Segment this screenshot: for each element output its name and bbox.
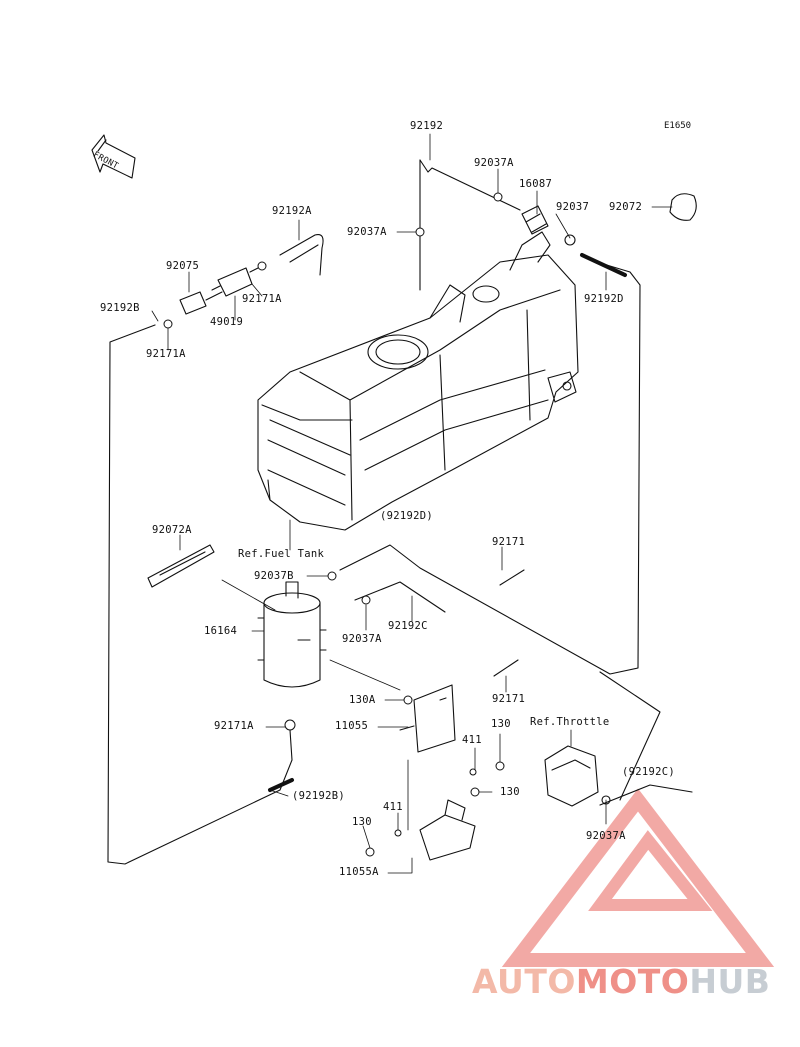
clip-92037a-mid — [415, 227, 425, 237]
label-92192: 92192 — [410, 120, 444, 132]
label-92037b: 92037B — [254, 570, 294, 582]
watermark-logo-text: AUTOMOTOHUB — [472, 962, 770, 1001]
label-ref-throttle: Ref.Throttle — [530, 716, 610, 728]
washer-411-b — [394, 829, 402, 837]
watermark-part-3: HUB — [689, 962, 771, 1001]
label-16164: 16164 — [204, 625, 238, 637]
label-130-c: 130 — [352, 816, 372, 828]
grommet-92171-b — [493, 659, 519, 677]
label-ref-fuel-tank: Ref.Fuel Tank — [238, 548, 325, 560]
clip-92171a-top — [163, 319, 173, 329]
label-16087: 16087 — [519, 178, 553, 190]
label-92192d-paren: (92192D) — [380, 510, 433, 522]
fuel-pump — [521, 205, 576, 246]
label-92171-b: 92171 — [492, 693, 526, 705]
label-92192c-paren: (92192C) — [622, 766, 675, 778]
label-92072a: 92072A — [152, 524, 192, 536]
label-92192c: 92192C — [388, 620, 428, 632]
label-49019: 49019 — [210, 316, 244, 328]
label-92171a-hose: 92171A — [146, 348, 186, 360]
label-92192d: 92192D — [584, 293, 624, 305]
fuel-filter — [179, 233, 324, 315]
throttle-body — [544, 745, 611, 807]
bracket-92072a — [147, 544, 215, 588]
label-130a: 130A — [349, 694, 376, 706]
label-92171-a: 92171 — [492, 536, 526, 548]
label-130-a: 130 — [491, 718, 511, 730]
washer-411-a — [469, 768, 477, 776]
canister — [257, 581, 327, 688]
bolt-130a — [403, 695, 413, 705]
watermark-logo-triangle — [501, 788, 775, 967]
diagram-code: E1650 — [664, 121, 692, 131]
clamp-92072 — [669, 193, 697, 221]
bolt-130-b — [470, 787, 480, 797]
label-92037a-top: 92037A — [474, 157, 514, 169]
label-92171a-canister: 92171A — [214, 720, 254, 732]
watermark-part-2: MOTO — [575, 962, 690, 1001]
bracket-11055a — [419, 799, 476, 861]
fuel-tank — [257, 231, 579, 531]
leader-lines — [151, 133, 673, 874]
label-92171a-filter: 92171A — [242, 293, 282, 305]
clip-92171a-filter — [257, 261, 267, 271]
clip-92037a-top — [493, 192, 503, 202]
watermark-part-1: AUTO — [472, 962, 576, 1001]
label-92192a: 92192A — [272, 205, 312, 217]
bolt-130-a — [495, 761, 505, 771]
label-11055a: 11055A — [339, 866, 379, 878]
label-92075: 92075 — [166, 260, 200, 272]
label-92037a-bottom: 92037A — [586, 830, 626, 842]
label-92037: 92037 — [556, 201, 590, 213]
hoses — [107, 159, 693, 865]
clip-92037a-low — [361, 595, 371, 605]
label-92192b-paren: (92192B) — [292, 790, 345, 802]
front-arrow-icon — [91, 134, 136, 179]
bracket-11055 — [399, 684, 456, 753]
label-92037a-mid: 92037A — [347, 226, 387, 238]
label-130-b: 130 — [500, 786, 520, 798]
clip-92171a — [284, 719, 296, 731]
clip-92037b — [327, 571, 337, 581]
label-411-b: 411 — [383, 801, 403, 813]
label-411-a: 411 — [462, 734, 482, 746]
label-92192b: 92192B — [100, 302, 140, 314]
label-11055: 11055 — [335, 720, 369, 732]
bolt-130-c — [365, 847, 375, 857]
label-92072: 92072 — [609, 201, 643, 213]
grommet-92171-a — [499, 569, 525, 586]
label-92037a-low: 92037A — [342, 633, 382, 645]
